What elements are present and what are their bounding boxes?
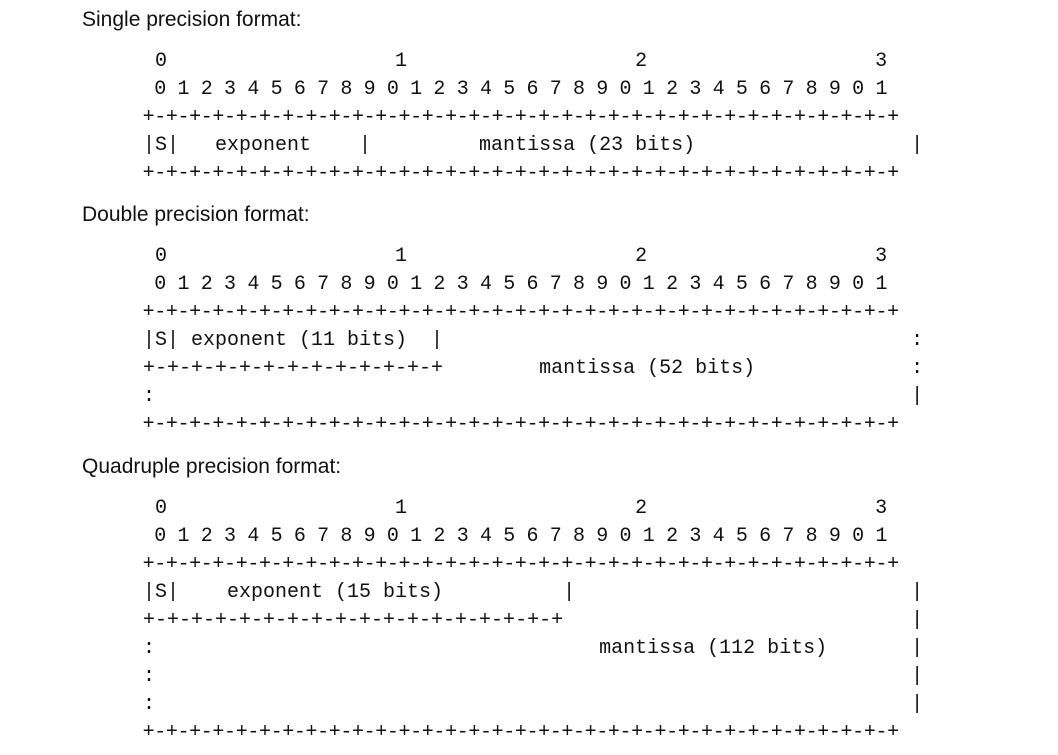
- field-row: |S| exponent | mantissa (23 bits) |: [131, 134, 924, 157]
- bottom-border: +-+-+-+-+-+-+-+-+-+-+-+-+-+-+-+-+-+-+-+-…: [131, 721, 899, 744]
- bit-units-row: 0 1 2 3 4 5 6 7 8 9 0 1 2 3 4 5 6 7 8 9 …: [131, 525, 888, 548]
- field-row: |S| exponent (15 bits) | |: [131, 581, 924, 604]
- single-precision-heading: Single precision format:: [82, 8, 302, 31]
- single-precision-diagram: 0 1 2 3 0 1 2 3 4 5 6 7 8 9 0 1 2 3 4 5 …: [131, 48, 924, 188]
- field-row: : |: [131, 665, 924, 688]
- quadruple-precision-diagram: 0 1 2 3 0 1 2 3 4 5 6 7 8 9 0 1 2 3 4 5 …: [131, 495, 924, 747]
- field-row: : |: [131, 385, 924, 408]
- top-border: +-+-+-+-+-+-+-+-+-+-+-+-+-+-+-+-+-+-+-+-…: [131, 106, 899, 129]
- double-precision-heading: Double precision format:: [82, 203, 310, 226]
- top-border: +-+-+-+-+-+-+-+-+-+-+-+-+-+-+-+-+-+-+-+-…: [131, 301, 899, 324]
- top-border: +-+-+-+-+-+-+-+-+-+-+-+-+-+-+-+-+-+-+-+-…: [131, 553, 899, 576]
- field-row: : mantissa (112 bits) |: [131, 637, 924, 660]
- field-row: |S| exponent (11 bits) | :: [131, 329, 924, 352]
- field-row: +-+-+-+-+-+-+-+-+-+-+-+-+-+-+-+-+-+ |: [131, 609, 924, 632]
- field-row: +-+-+-+-+-+-+-+-+-+-+-+-+ mantissa (52 b…: [131, 357, 924, 380]
- bottom-border: +-+-+-+-+-+-+-+-+-+-+-+-+-+-+-+-+-+-+-+-…: [131, 162, 899, 185]
- bit-units-row: 0 1 2 3 4 5 6 7 8 9 0 1 2 3 4 5 6 7 8 9 …: [131, 273, 888, 296]
- bit-tens-row: 0 1 2 3: [131, 245, 888, 268]
- bit-tens-row: 0 1 2 3: [131, 50, 888, 73]
- field-row: : |: [131, 693, 924, 716]
- bit-units-row: 0 1 2 3 4 5 6 7 8 9 0 1 2 3 4 5 6 7 8 9 …: [131, 78, 888, 101]
- double-precision-diagram: 0 1 2 3 0 1 2 3 4 5 6 7 8 9 0 1 2 3 4 5 …: [131, 243, 924, 439]
- quadruple-precision-heading: Quadruple precision format:: [82, 455, 342, 478]
- bottom-border: +-+-+-+-+-+-+-+-+-+-+-+-+-+-+-+-+-+-+-+-…: [131, 413, 899, 436]
- bit-tens-row: 0 1 2 3: [131, 497, 888, 520]
